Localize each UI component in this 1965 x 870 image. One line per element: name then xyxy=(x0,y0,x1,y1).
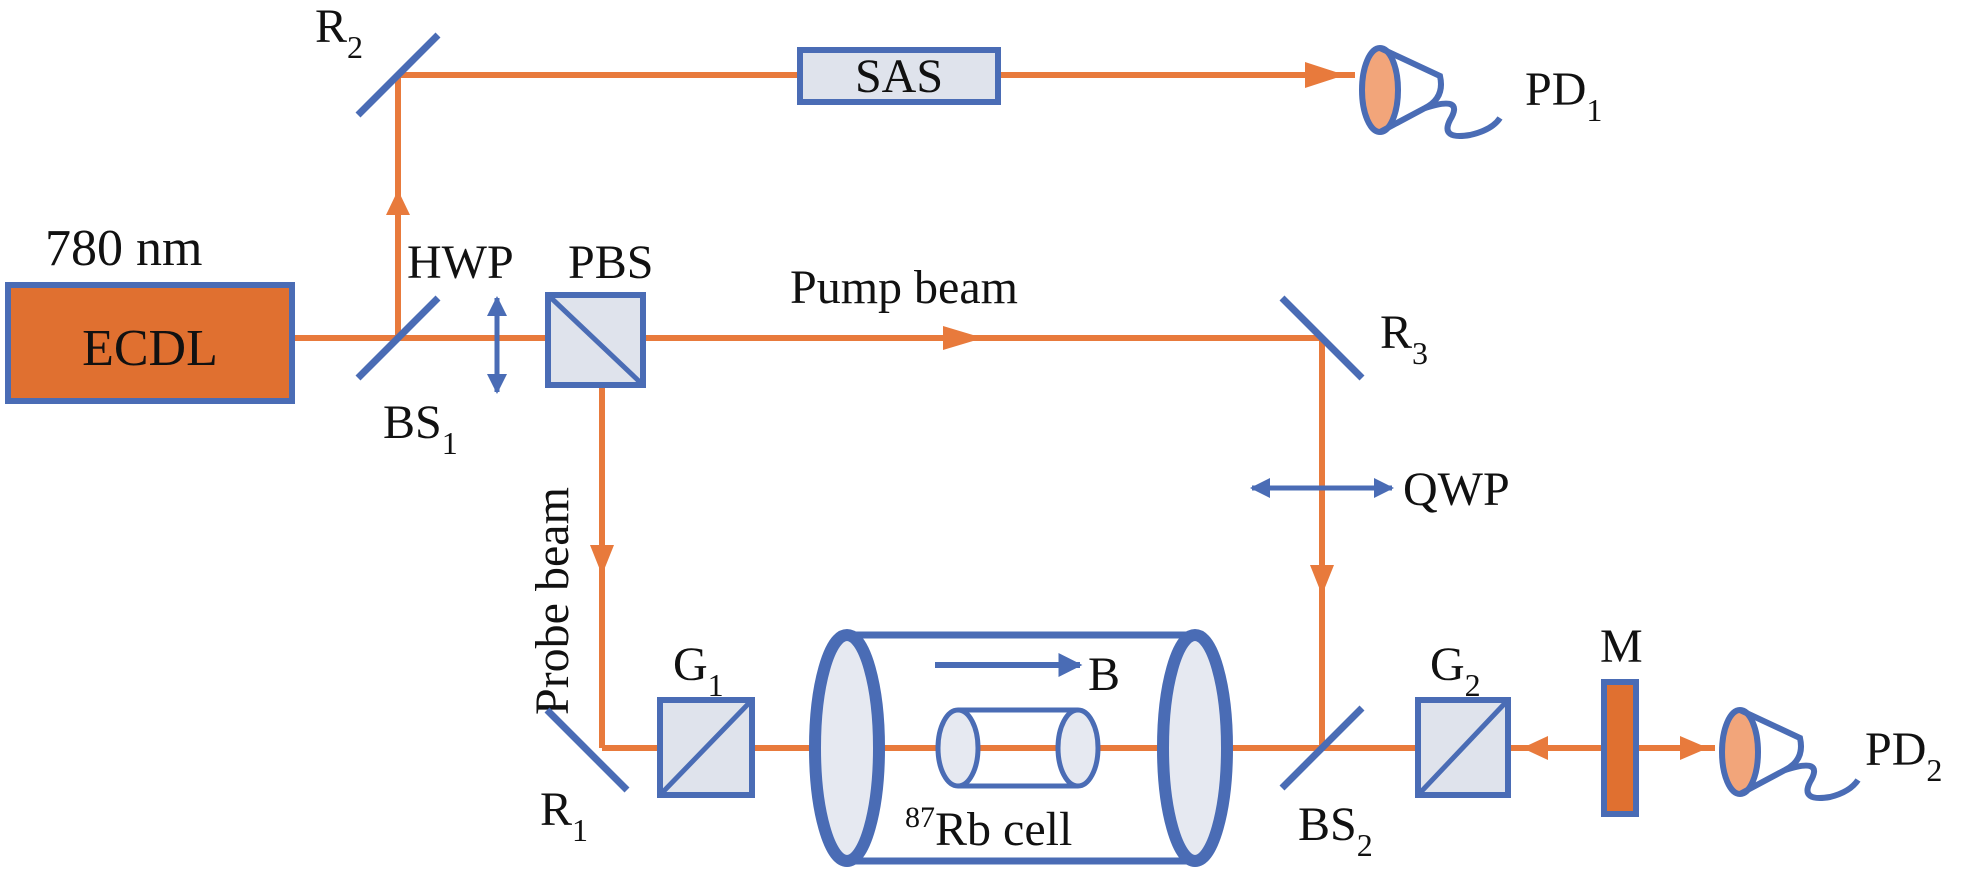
beam-paths xyxy=(292,62,1715,760)
beam-arrow-to-pd1 xyxy=(1305,62,1345,88)
laser-ecdl: ECDL xyxy=(5,282,295,404)
beam-splitter-icon xyxy=(355,295,441,381)
g1-label: G1 xyxy=(673,638,724,703)
sas-box: SAS xyxy=(797,47,1001,105)
cell-label: 87Rb cell xyxy=(905,801,1072,856)
g2-label: G2 xyxy=(1430,638,1481,703)
pd1-label: PD1 xyxy=(1525,63,1602,128)
r3-label: R3 xyxy=(1380,306,1428,371)
pbs-label: PBS xyxy=(568,236,653,289)
probe-beam-label: Probe beam xyxy=(526,487,579,715)
hwp-label: HWP xyxy=(407,236,514,289)
sas-label: SAS xyxy=(855,50,943,103)
beam-arrow-to-pd2 xyxy=(1680,736,1708,760)
beam-arrow-back-to-g2 xyxy=(1522,736,1548,760)
polarizer-cube-icon xyxy=(657,697,755,798)
wavelength-label: 780 nm xyxy=(45,220,202,277)
m-label: M xyxy=(1600,620,1643,673)
laser-box xyxy=(5,282,295,404)
mirror-m xyxy=(1601,679,1639,817)
beam-arrow-r3-down xyxy=(1310,565,1334,595)
laser-label: ECDL xyxy=(82,320,218,377)
beam-arrow-pump xyxy=(943,326,983,350)
bs1-label: BS1 xyxy=(383,396,458,461)
r1-label: R1 xyxy=(540,783,588,848)
vapor-cell-icon xyxy=(809,629,1233,867)
polarizer-cube-icon xyxy=(545,292,646,388)
beam-splitter-icon xyxy=(1279,705,1365,791)
beam-arrow-probe-down xyxy=(590,545,614,575)
mirror-icon xyxy=(355,32,441,118)
qwp-label: QWP xyxy=(1403,463,1510,516)
polarizer-cube-icon xyxy=(1415,697,1511,798)
r2-label: R2 xyxy=(315,0,363,65)
photodetector-icon xyxy=(1719,707,1861,801)
bs2-label: BS2 xyxy=(1298,798,1373,863)
pump-beam-label: Pump beam xyxy=(790,261,1018,314)
photodetector-icon xyxy=(1359,45,1503,139)
b-field-label: B xyxy=(1088,648,1120,701)
mirror-icon xyxy=(544,707,630,793)
mirror-icon xyxy=(1279,295,1365,381)
pd2-label: PD2 xyxy=(1865,723,1942,788)
beam-arrow-up xyxy=(386,190,410,215)
